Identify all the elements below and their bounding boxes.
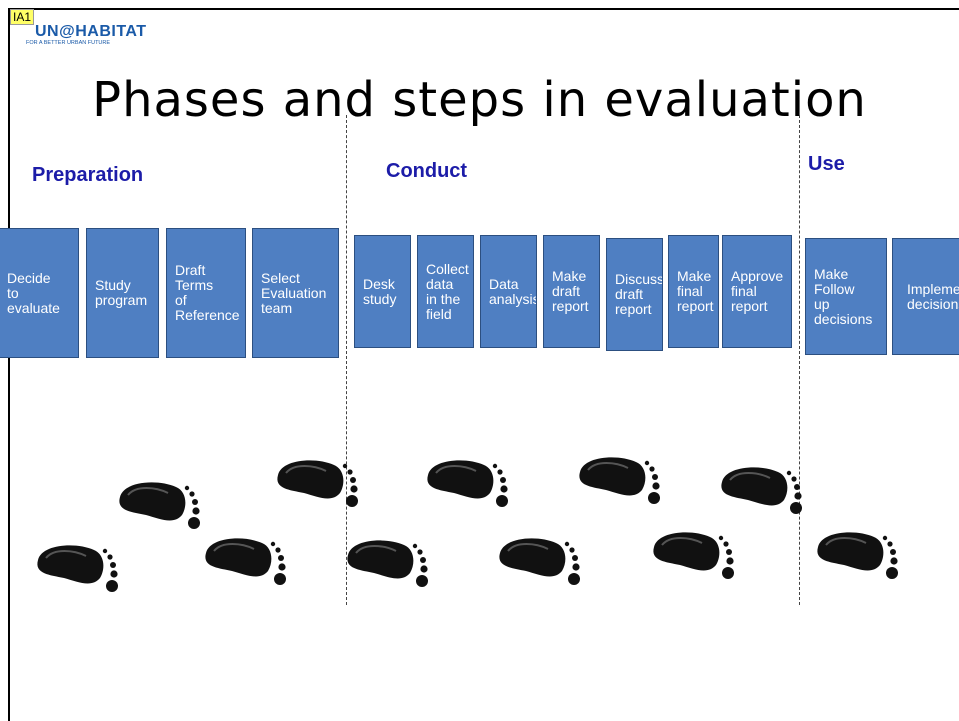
footprint-icon [118, 481, 201, 530]
step-study-program: Study program [86, 228, 159, 358]
footprint-icon [426, 459, 509, 508]
step-label: Decide to evaluate [7, 269, 60, 316]
step-decide: Decide to evaluate [0, 228, 79, 358]
step-draft-tor: Draft Terms of Reference [166, 228, 246, 358]
step-label: Draft Terms of Reference [175, 262, 240, 323]
step-approve-report: Approve final report [722, 235, 792, 348]
step-label: Data analysis [489, 275, 537, 307]
step-discuss-draft: Discuss draft report [606, 238, 663, 351]
logo-wordmark: UN@HABITAT [35, 23, 147, 40]
step-label: Implement decisions [907, 280, 959, 312]
slide-frame [8, 8, 959, 721]
footprint-icon [204, 537, 287, 586]
step-label: Study program [95, 277, 148, 308]
step-follow-up: Make Follow up decisions [805, 238, 887, 355]
footprint-icon [720, 466, 803, 515]
logo-tagline: FOR A BETTER URBAN FUTURE [26, 40, 111, 46]
step-implement: Implement decisions [892, 238, 959, 355]
step-label: Make final report [677, 268, 714, 314]
step-label: Discuss draft report [615, 271, 663, 317]
footprint-icon [36, 544, 119, 593]
phase-conduct: Conduct [386, 160, 468, 182]
footprint-icon [276, 459, 359, 508]
step-label: Collect data in the field [426, 260, 469, 322]
step-select-team: Select Evaluation team [252, 228, 339, 358]
step-label: Make Follow up decisions [814, 265, 873, 327]
step-desk-study: Desk study [354, 235, 411, 348]
step-data-analysis: Data analysis [480, 235, 537, 348]
phase-preparation: Preparation [32, 164, 144, 186]
step-label: Make draft report [552, 268, 589, 314]
comment-marker[interactable]: IA1 [10, 9, 35, 25]
phase-use: Use [808, 153, 845, 175]
step-label: Desk study [363, 275, 397, 307]
footprint-icon [816, 531, 899, 580]
phase-divider-1 [346, 115, 347, 605]
phase-divider-2 [799, 115, 800, 605]
footprint-icon [578, 456, 661, 505]
slide-title: Phases and steps in evaluation [92, 72, 867, 128]
footprint-icon [498, 537, 581, 586]
step-label: Approve final report [731, 268, 784, 314]
step-collect-data: Collect data in the field [417, 235, 474, 348]
step-draft-report: Make draft report [543, 235, 600, 348]
step-final-report: Make final report [668, 235, 719, 348]
footprint-icon [346, 539, 429, 588]
footprint-icon [652, 531, 735, 580]
step-label: Select Evaluation team [261, 269, 327, 316]
